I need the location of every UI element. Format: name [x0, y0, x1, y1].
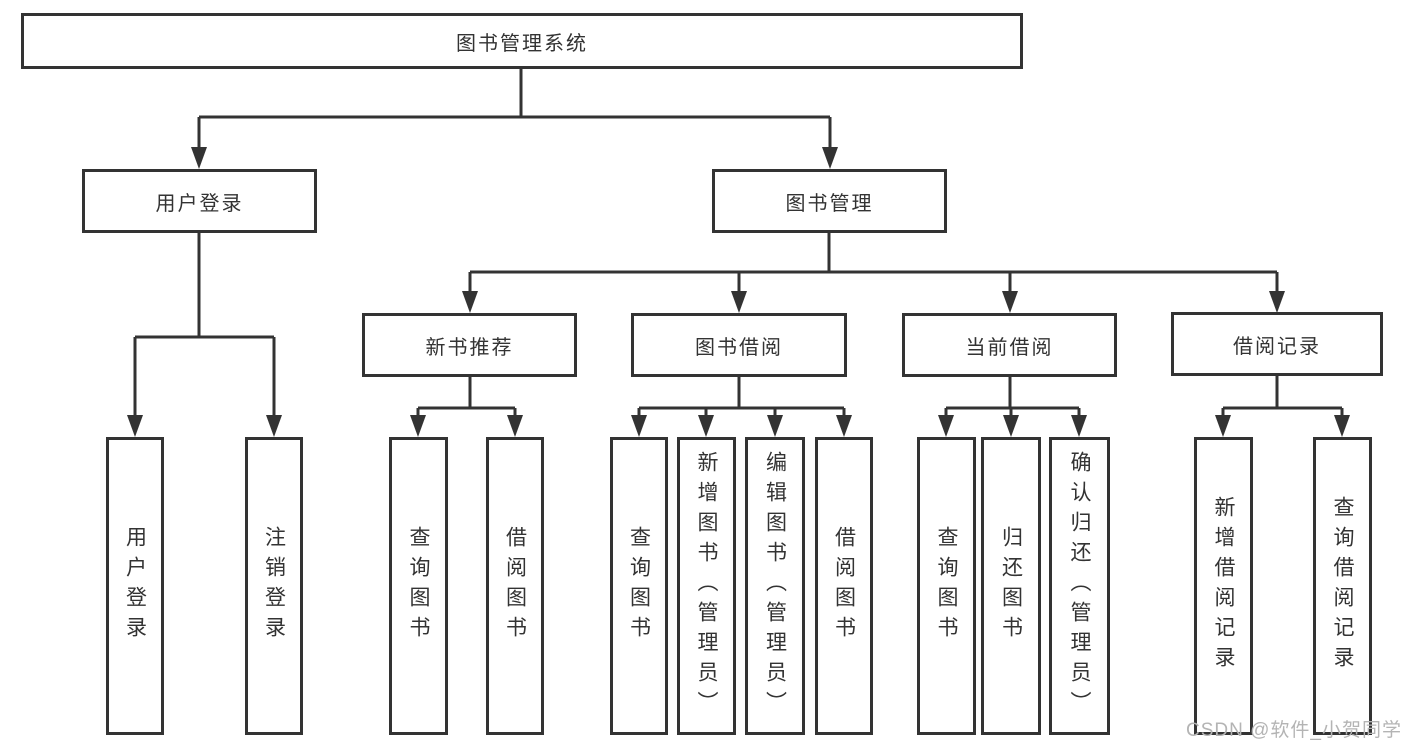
leaf-query-books-borrow: 查询图书	[610, 437, 668, 735]
node-new-book-recommend: 新书推荐	[362, 313, 577, 377]
node-root-library-system: 图书管理系统	[21, 13, 1023, 69]
node-label: 查询图书	[627, 526, 651, 646]
node-label: 确认归还（管理员）	[1068, 451, 1091, 721]
leaf-add-borrow-record: 新增借阅记录	[1194, 437, 1253, 735]
edges-borrow-record-children	[1215, 376, 1350, 437]
node-label: 查询借阅记录	[1331, 496, 1354, 676]
node-book-borrow: 图书借阅	[631, 313, 847, 377]
leaf-query-books-current: 查询图书	[917, 437, 976, 735]
node-label: 注销登录	[262, 526, 286, 646]
node-label: 归还图书	[999, 526, 1023, 646]
node-user-login-branch: 用户登录	[82, 169, 317, 233]
leaf-query-books-recommend: 查询图书	[389, 437, 448, 735]
node-label: 查询图书	[407, 526, 430, 646]
edges-root-to-branches	[191, 69, 838, 169]
edges-book-management-children	[462, 233, 1285, 313]
node-label: 图书管理系统	[456, 32, 588, 55]
leaf-borrow-books-recommend: 借阅图书	[486, 437, 544, 735]
node-borrow-record: 借阅记录	[1171, 312, 1383, 376]
node-label: 借阅图书	[832, 526, 856, 646]
leaf-add-books-admin: 新增图书（管理员）	[677, 437, 736, 735]
edges-book-borrow-children	[631, 377, 852, 437]
node-label: 编辑图书（管理员）	[763, 451, 787, 721]
node-label: 借阅图书	[503, 526, 527, 646]
node-label: 图书管理	[785, 192, 874, 215]
leaf-user-login: 用户登录	[106, 437, 164, 735]
node-current-borrow: 当前借阅	[902, 313, 1117, 377]
leaf-logout: 注销登录	[245, 437, 303, 735]
leaf-confirm-return-admin: 确认归还（管理员）	[1049, 437, 1110, 735]
leaf-borrow-books: 借阅图书	[815, 437, 873, 735]
node-label: 用户登录	[155, 192, 244, 215]
node-label: 查询图书	[935, 526, 958, 646]
edges-user-login-children	[127, 233, 282, 437]
node-label: 用户登录	[123, 526, 147, 646]
node-label: 借阅记录	[1233, 335, 1321, 358]
node-book-management-branch: 图书管理	[712, 169, 947, 233]
csdn-watermark: CSDN @软件_小贺同学	[1186, 720, 1402, 741]
edges-current-borrow-children	[938, 377, 1087, 437]
node-label: 当前借阅	[965, 336, 1054, 359]
leaf-return-books: 归还图书	[981, 437, 1041, 735]
node-label: 新增图书（管理员）	[695, 451, 718, 721]
leaf-query-borrow-record: 查询借阅记录	[1313, 437, 1372, 735]
node-label: 新增借阅记录	[1212, 496, 1235, 676]
edges-new-book-recommend-children	[410, 377, 523, 437]
leaf-edit-books-admin: 编辑图书（管理员）	[745, 437, 805, 735]
node-label: 新书推荐	[425, 336, 514, 359]
node-label: 图书借阅	[695, 336, 783, 359]
